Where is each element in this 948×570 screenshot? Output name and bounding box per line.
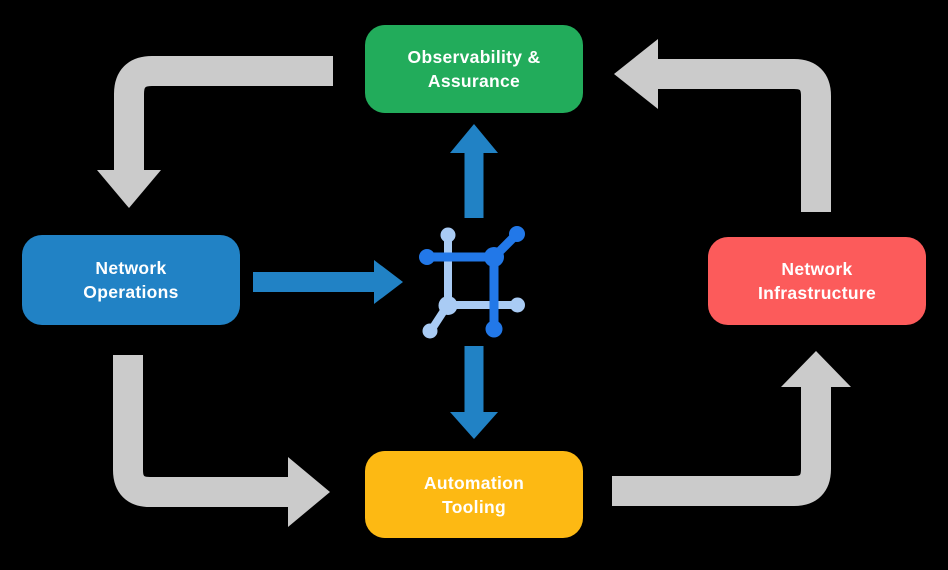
- arrow-automation-to-infrastructure: [612, 351, 851, 506]
- node-label-line: Network: [95, 258, 167, 278]
- node-network-infrastructure: Network Infrastructure: [708, 237, 926, 325]
- node-observability-assurance: Observability & Assurance: [365, 25, 583, 113]
- arrow-center-to-observability: [450, 124, 498, 218]
- arrow-operations-to-automation: [113, 355, 330, 527]
- node-label-line: Network: [781, 259, 853, 279]
- network-mesh-icon-dark-part: [419, 226, 525, 338]
- node-label-line: Operations: [83, 282, 179, 302]
- arrow-observability-to-operations: [97, 56, 333, 208]
- node-label-line: Automation: [423, 472, 525, 493]
- node-label-line: Observability &: [407, 47, 541, 67]
- node-label-line: Infrastructure: [758, 283, 876, 303]
- node-automation-tooling: Automation Tooling: [365, 451, 583, 538]
- node-label-line: Assurance: [427, 71, 521, 91]
- network-mesh-icon: [419, 226, 525, 339]
- node-label-line: Tooling: [442, 496, 506, 517]
- arrow-infrastructure-to-observability: [614, 39, 831, 212]
- arrow-center-to-automation: [450, 346, 498, 439]
- network-mesh-icon-light-part: [422, 227, 525, 339]
- node-network-operations: Network Operations: [22, 235, 240, 325]
- arrow-operations-to-center: [253, 260, 403, 304]
